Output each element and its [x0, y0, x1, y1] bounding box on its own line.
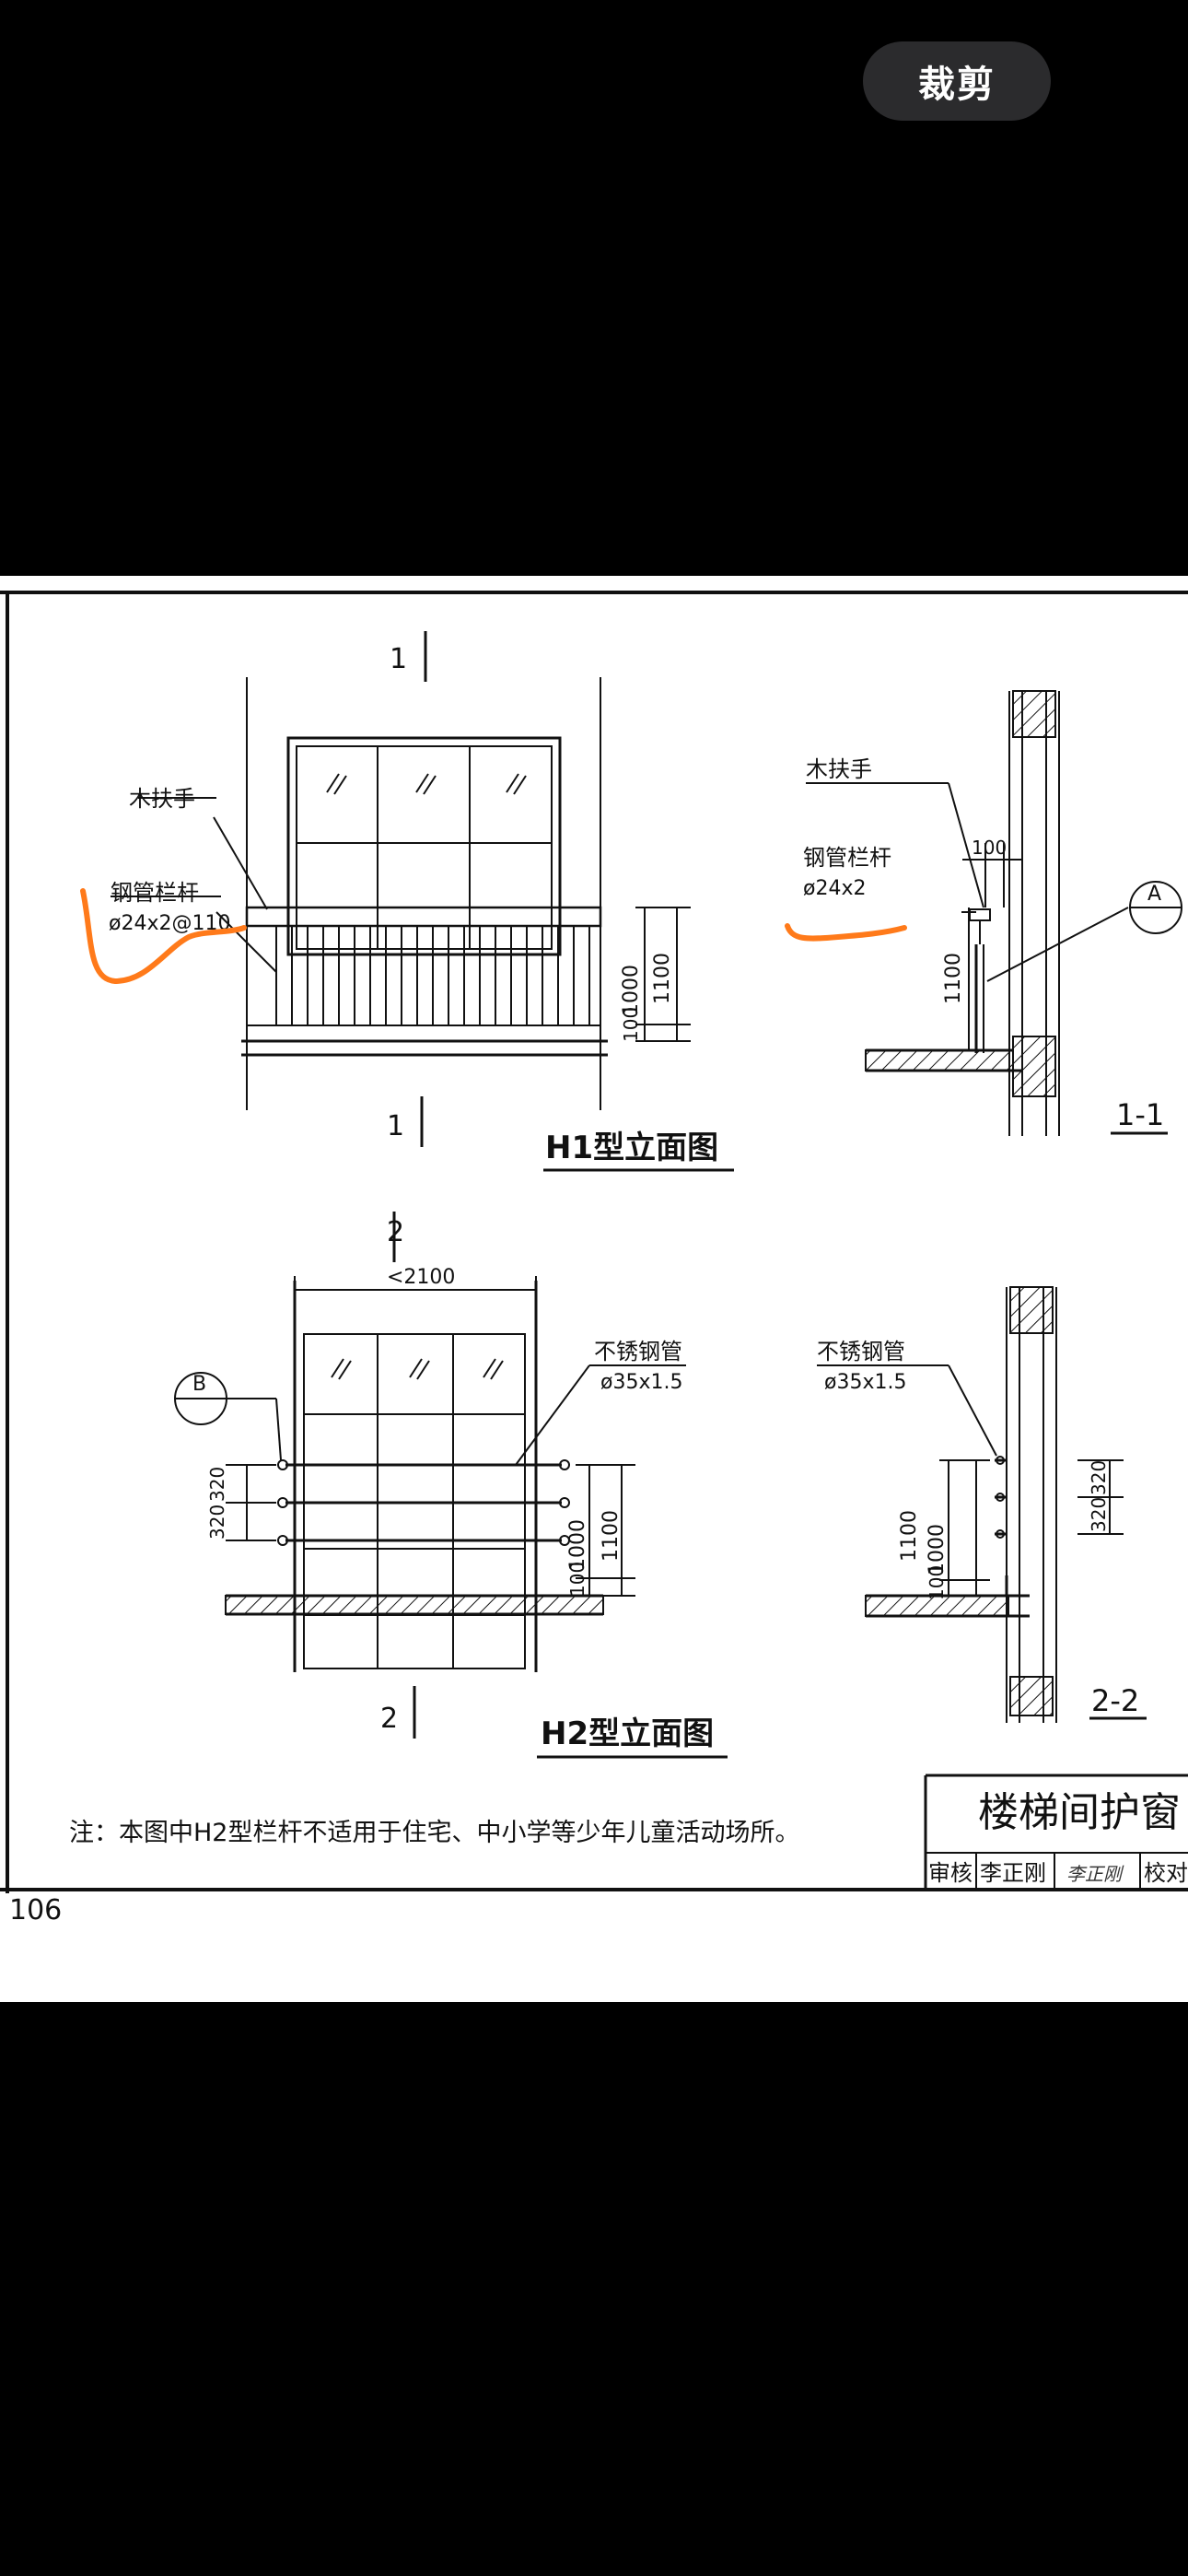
section11-rail-spec: ø24x2: [803, 877, 866, 900]
h2-dim-320b: 320: [206, 1505, 228, 1540]
title-block-reviewer-label: 审核: [928, 1860, 973, 1886]
signature-image: 李正刚: [1066, 1863, 1124, 1885]
title-block-reviewer-name: 李正刚: [980, 1860, 1046, 1886]
section22-dim-320a: 320: [1088, 1460, 1110, 1495]
h1-dim-1000: 1000: [620, 965, 643, 1016]
section22-title: 2-2: [1091, 1683, 1139, 1718]
h2-tube-label: 不锈钢管: [594, 1339, 682, 1364]
h1-dim-1100: 1100: [651, 953, 674, 1004]
h2-section-mark-bottom: 2: [380, 1703, 398, 1735]
section22-tube-label: 不锈钢管: [817, 1339, 905, 1364]
h2-elevation: [174, 1212, 728, 1759]
h1-rail-bars: [275, 926, 590, 1025]
section-1-1: [806, 690, 1182, 1136]
h2-dim-1000: 1000: [566, 1519, 589, 1571]
page-number: 106: [9, 1894, 62, 1926]
annotation-stroke-left: [80, 888, 247, 985]
h1-elevation: [111, 631, 734, 1172]
h1-rail-label: 钢管栏杆: [111, 880, 199, 906]
section11-rail-label: 钢管栏杆: [803, 845, 891, 871]
section-2-2: [817, 1286, 1147, 1723]
h2-section-mark-top: 2: [387, 1216, 404, 1248]
drawing-sheet: 106 1 1 木扶手 钢管栏杆: [0, 576, 1188, 2002]
annotation-stroke-right: [785, 923, 907, 942]
h1-handrail-label: 木扶手: [129, 786, 195, 812]
h2-detail-circle: B: [192, 1373, 206, 1396]
h2-dim-1100: 1100: [600, 1510, 623, 1562]
h2-width-dim: <2100: [387, 1266, 455, 1289]
drawing-canvas: 106 1 1 木扶手 钢管栏杆: [0, 591, 1188, 1926]
h1-section-mark-top: 1: [390, 643, 407, 675]
section11-detail-circle: A: [1147, 883, 1161, 906]
section11-dim-1100: 1100: [942, 953, 965, 1004]
h2-tube-spec: ø35x1.5: [600, 1371, 682, 1394]
h1-section-mark-bottom: 1: [387, 1110, 404, 1142]
section22-dim-320b: 320: [1088, 1497, 1110, 1532]
h2-title: H2型立面图: [541, 1715, 714, 1752]
title-block: [924, 1774, 1188, 1890]
h1-dim-100: 100: [620, 1007, 642, 1042]
drawing-note: 注：本图中H2型栏杆不适用于住宅、中小学等少年儿童活动场所。: [69, 1819, 799, 1847]
h1-title: H1型立面图: [545, 1130, 718, 1166]
section22-dim-1100: 1100: [898, 1510, 921, 1562]
h2-dim-320a: 320: [206, 1467, 228, 1502]
title-block-checker-label: 校对: [1144, 1860, 1188, 1886]
crop-button[interactable]: 裁剪: [863, 41, 1051, 121]
h2-dim-100: 100: [566, 1562, 588, 1597]
title-block-title: 楼梯间护窗: [978, 1789, 1181, 1836]
section22-tube-spec: ø35x1.5: [824, 1371, 906, 1394]
section11-title: 1-1: [1116, 1097, 1164, 1132]
section11-handrail-label: 木扶手: [806, 756, 872, 782]
section22-dim-100: 100: [926, 1565, 948, 1600]
section11-dim-100: 100: [972, 837, 1007, 859]
section22-dim-1000: 1000: [926, 1524, 949, 1575]
